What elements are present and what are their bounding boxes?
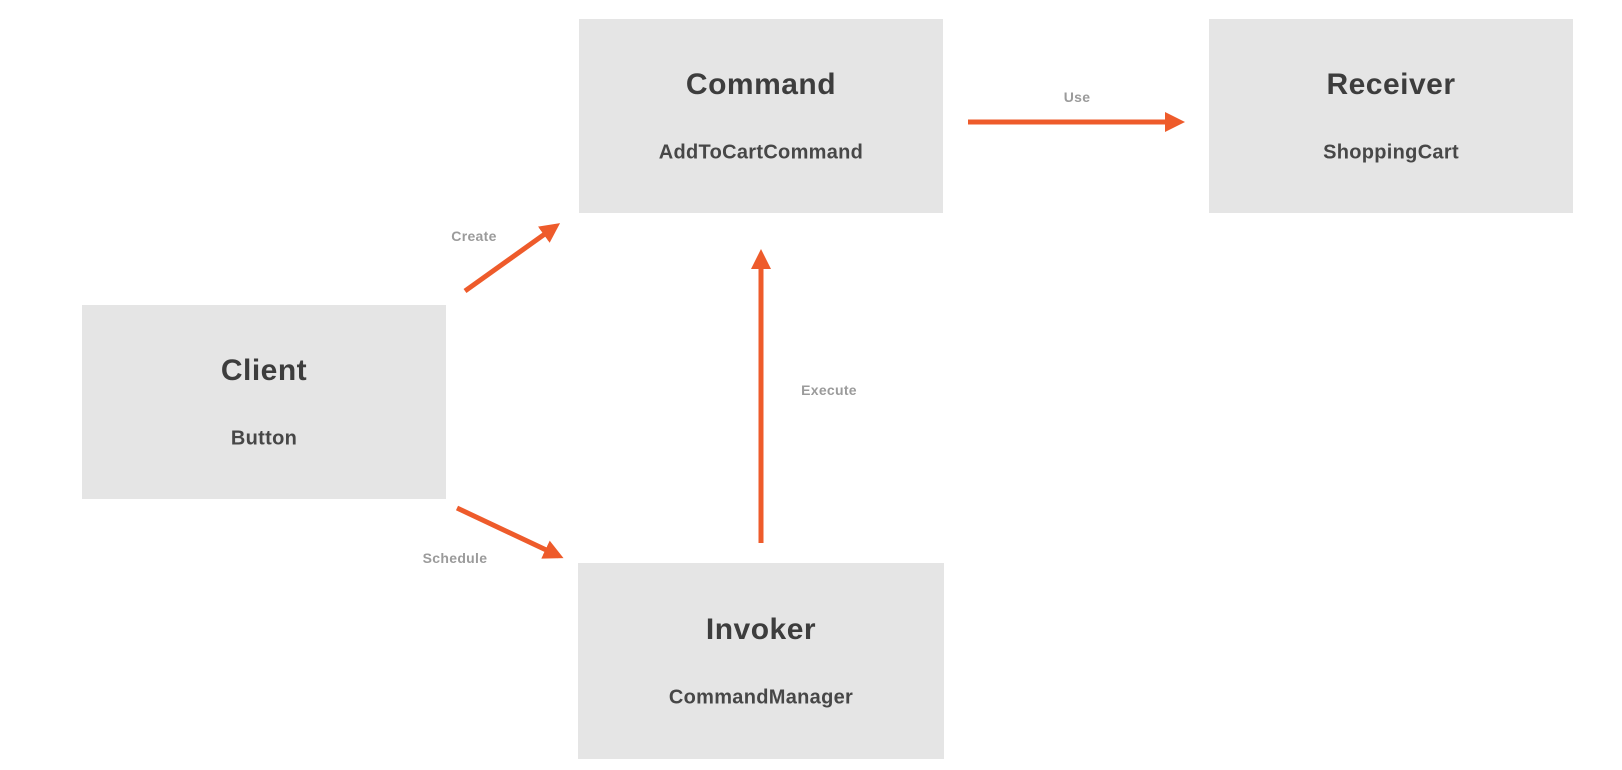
node-client: Client Button — [82, 305, 446, 499]
node-invoker-title: Invoker — [705, 612, 817, 646]
node-client-subtitle: Button — [230, 427, 298, 450]
node-command-subtitle: AddToCartCommand — [658, 141, 864, 164]
node-receiver-subtitle: ShoppingCart — [1323, 141, 1459, 164]
node-command: Command AddToCartCommand — [579, 19, 943, 213]
node-receiver-title: Receiver — [1326, 67, 1456, 101]
node-invoker: Invoker CommandManager — [578, 563, 944, 759]
create-arrow-label: Create — [451, 228, 497, 244]
schedule-arrow-label: Schedule — [422, 550, 488, 566]
node-client-title: Client — [220, 353, 308, 387]
node-receiver: Receiver ShoppingCart — [1209, 19, 1573, 213]
node-invoker-subtitle: CommandManager — [668, 686, 854, 709]
node-command-title: Command — [685, 67, 837, 101]
use-arrow-label: Use — [1063, 89, 1091, 105]
schedule-arrow — [455, 505, 564, 559]
execute-arrow-label: Execute — [801, 382, 857, 398]
